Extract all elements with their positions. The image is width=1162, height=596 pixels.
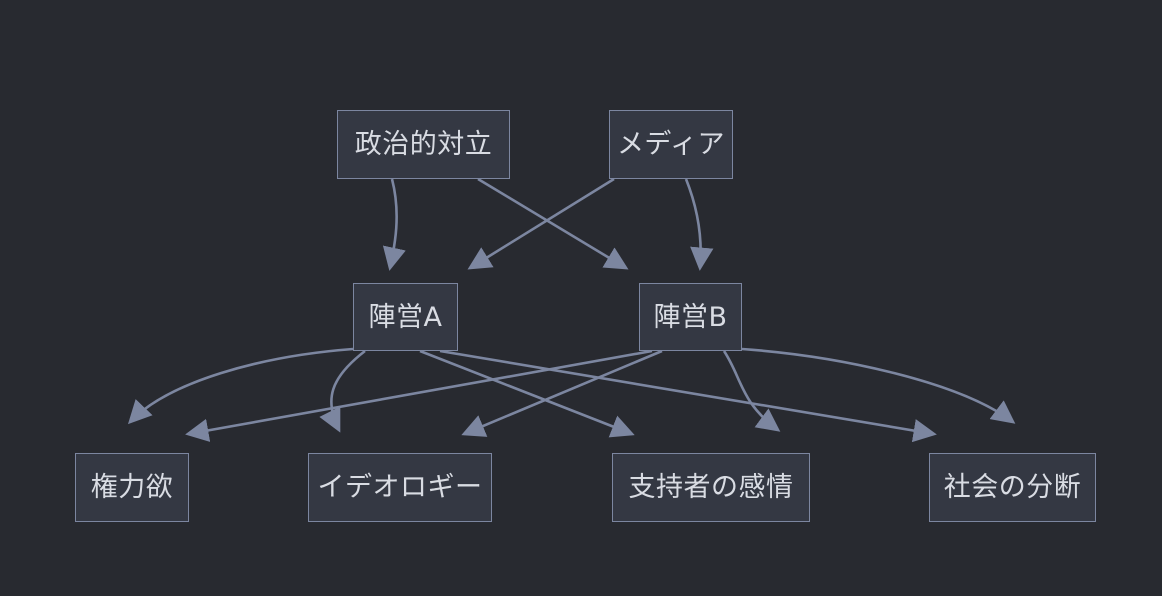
edge-political-conflict-to-camp-b: [477, 177, 629, 270]
node-label: 政治的対立: [354, 129, 493, 160]
node-camp-a[interactable]: 陣営A: [353, 283, 458, 351]
edge-camp-b-to-desire-for-power: [185, 349, 653, 442]
node-media[interactable]: メディア: [609, 110, 733, 179]
node-social-division[interactable]: 社会の分断: [929, 453, 1096, 522]
edge-camp-b-to-social-division: [741, 347, 1016, 424]
node-label: 権力欲: [90, 472, 174, 503]
node-label: 陣営B: [653, 301, 728, 333]
node-camp-b[interactable]: 陣営B: [639, 283, 742, 351]
edge-political-conflict-to-camp-a: [382, 178, 406, 271]
node-label: メディア: [616, 129, 726, 160]
edge-camp-b-to-ideology: [461, 349, 663, 437]
node-label: 陣営A: [368, 301, 443, 333]
node-label: 支持者の感情: [628, 472, 794, 503]
node-ideology[interactable]: イデオロギー: [308, 453, 492, 522]
edge-camp-a-to-ideology: [319, 349, 366, 433]
node-desire-for-power[interactable]: 権力欲: [75, 453, 189, 522]
edge-camp-a-to-desire-for-power: [127, 347, 354, 425]
edge-camp-b-to-supporter-emotion: [722, 350, 781, 432]
node-label: イデオロギー: [317, 472, 483, 503]
edge-media-to-camp-a: [467, 177, 615, 270]
node-political-conflict[interactable]: 政治的対立: [337, 110, 510, 179]
node-label: 社会の分断: [943, 472, 1082, 503]
edge-camp-a-to-supporter-emotion: [419, 349, 635, 438]
edge-media-to-camp-b: [684, 178, 714, 271]
edge-camp-a-to-social-division: [439, 349, 937, 443]
node-supporter-emotion[interactable]: 支持者の感情: [612, 453, 810, 522]
